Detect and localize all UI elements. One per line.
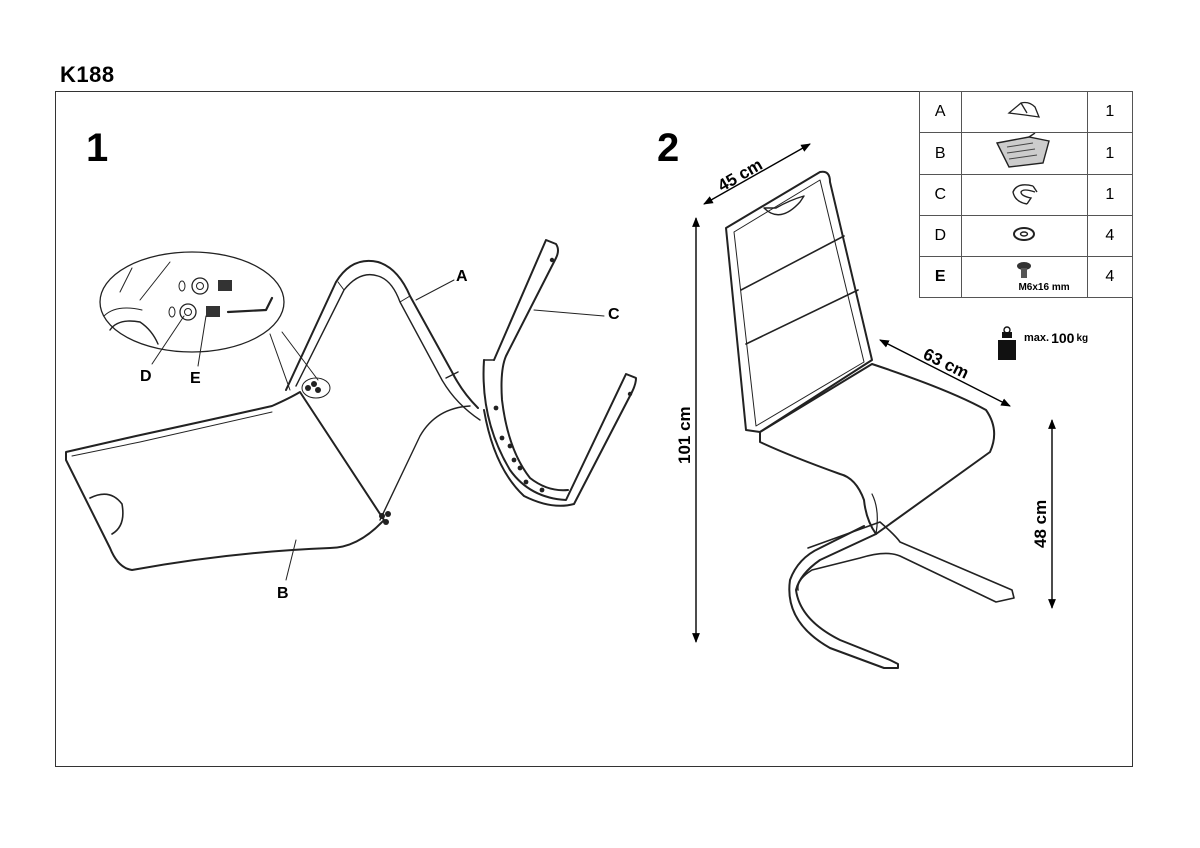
part-code: A bbox=[919, 91, 962, 133]
base-bolt-holes bbox=[493, 257, 633, 493]
part-b-icon bbox=[960, 132, 1088, 175]
seat-handle bbox=[89, 493, 124, 535]
chair-backrest bbox=[725, 170, 873, 433]
part-qty: 1 bbox=[1086, 91, 1134, 133]
part-qty: 1 bbox=[1086, 132, 1134, 175]
base-part-c bbox=[482, 359, 637, 507]
part-qty: 1 bbox=[1086, 174, 1134, 216]
part-qty: 4 bbox=[1086, 256, 1134, 298]
bolt-spec: M6x16 mm bbox=[1018, 282, 1070, 293]
callout-e: E bbox=[190, 370, 201, 387]
detail-bubble bbox=[99, 251, 285, 353]
parts-row-b: B 1 bbox=[919, 132, 1134, 175]
callout-c: C bbox=[608, 306, 620, 323]
part-code: B bbox=[919, 132, 962, 175]
callout-a: A bbox=[456, 268, 468, 285]
weight-icon bbox=[998, 326, 1016, 360]
part-code: E bbox=[919, 256, 962, 298]
max-load-unit: kg bbox=[1076, 332, 1089, 344]
bolt-icon-cell: M6x16 mm bbox=[960, 256, 1088, 298]
installed-bolts bbox=[305, 381, 391, 525]
bolt-icon bbox=[1017, 262, 1032, 278]
part-qty: 4 bbox=[1086, 215, 1134, 257]
model-title: K188 bbox=[60, 62, 115, 87]
parts-table: A 1 B 1 C 1 D 4 E M6x16 mm 4 bbox=[919, 91, 1134, 298]
seat-part-b bbox=[65, 391, 385, 571]
max-load-value: 100 bbox=[1051, 330, 1075, 346]
dim-width: 45 cm bbox=[715, 155, 766, 196]
part-code: D bbox=[919, 215, 962, 257]
dim-height: 101 cm bbox=[675, 406, 694, 464]
dim-seat-height: 48 cm bbox=[1031, 500, 1050, 548]
chair-frame bbox=[788, 525, 899, 669]
callout-d: D bbox=[140, 368, 152, 385]
parts-row-d: D 4 bbox=[919, 215, 1134, 257]
backrest-handle bbox=[763, 195, 805, 216]
washer-icon bbox=[960, 215, 1088, 257]
max-load: max. 100 kg bbox=[1020, 330, 1088, 346]
dimension-arrows bbox=[692, 143, 1056, 643]
part-c-icon bbox=[960, 174, 1088, 216]
step-number-1: 1 bbox=[86, 126, 109, 170]
step-number-2: 2 bbox=[657, 126, 680, 170]
backrest-part-a bbox=[285, 260, 479, 409]
step1-assembly bbox=[65, 239, 637, 581]
callout-b: B bbox=[277, 585, 289, 602]
instruction-frame bbox=[55, 91, 1133, 767]
max-load-prefix: max. bbox=[1024, 332, 1050, 344]
part-a-icon bbox=[960, 91, 1088, 133]
part-code: C bbox=[919, 174, 962, 216]
dim-depth: 63 cm bbox=[920, 345, 972, 383]
parts-row-e: E M6x16 mm 4 bbox=[919, 256, 1134, 298]
parts-row-a: A 1 bbox=[919, 91, 1134, 133]
parts-row-c: C 1 bbox=[919, 174, 1134, 216]
